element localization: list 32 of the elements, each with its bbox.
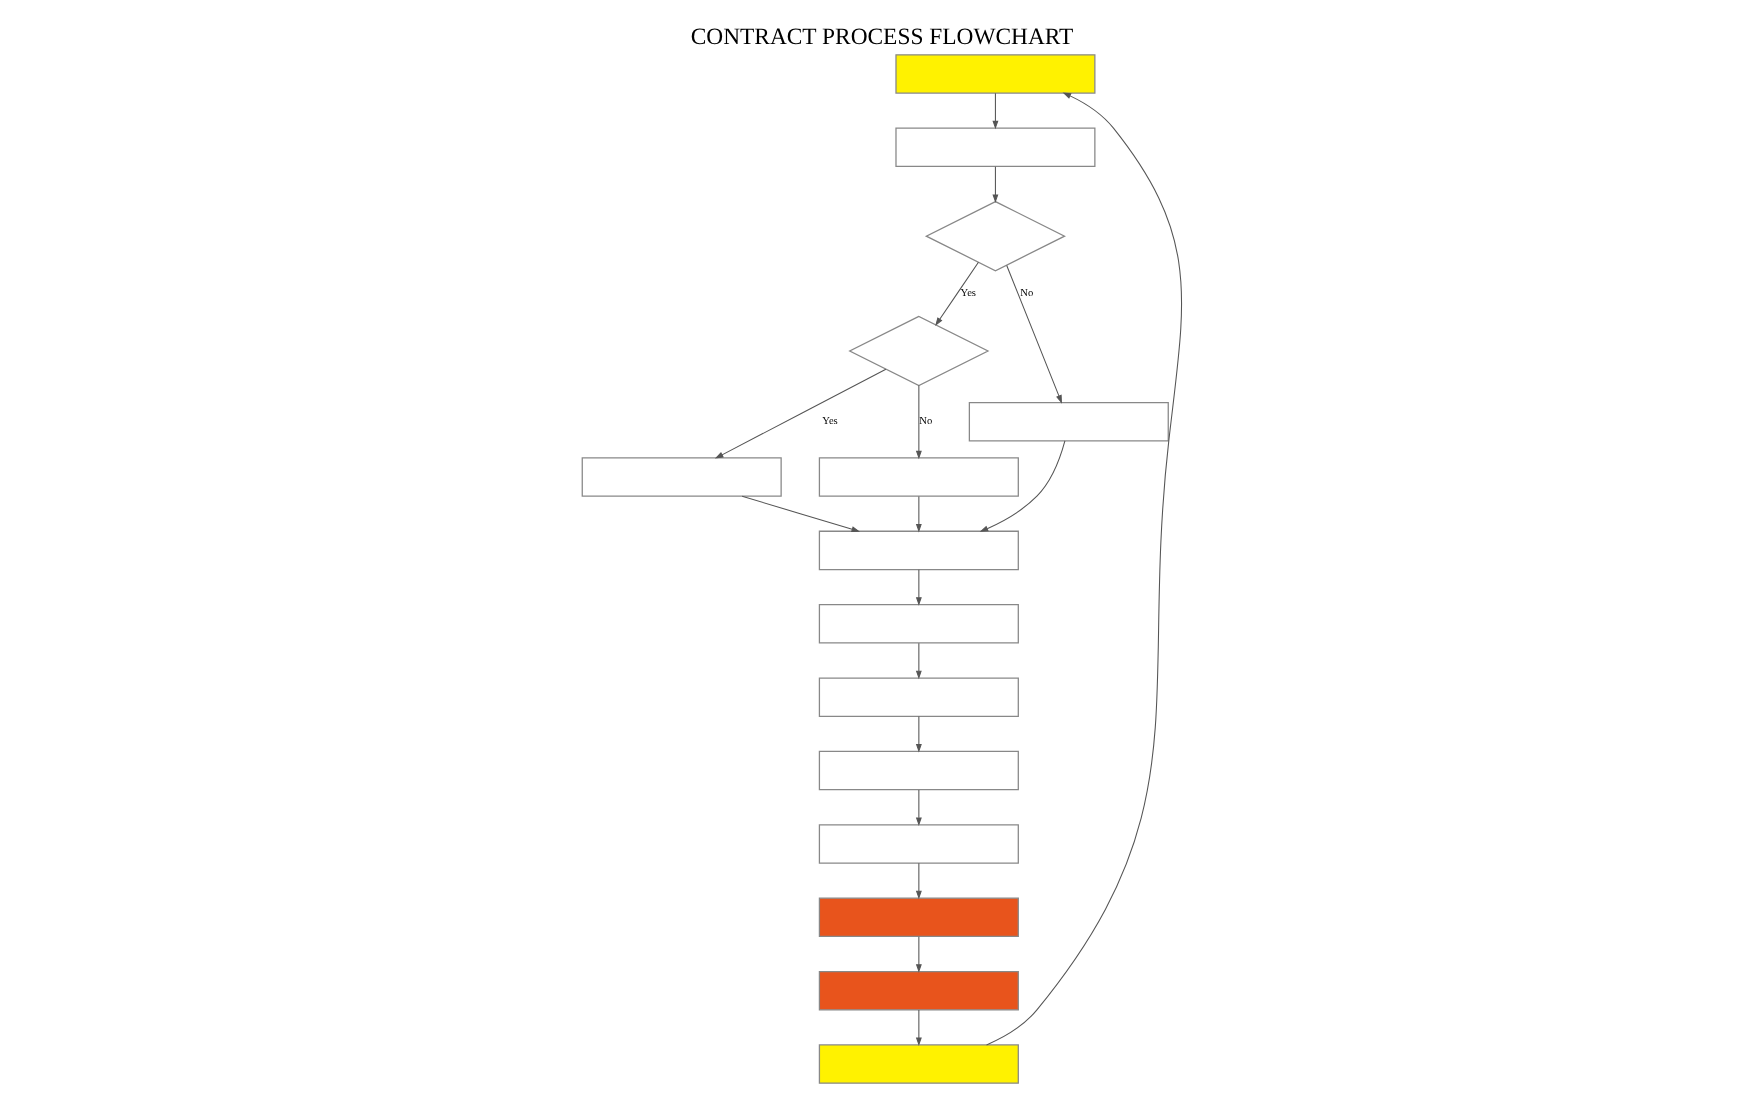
arrow [914, 385, 921, 460]
arrow [985, 92, 1182, 1046]
arrow [1005, 264, 1061, 404]
diagram-title: CONTRACT PROCESS FLOWCHART [689, 23, 1073, 50]
node-diamond [923, 200, 1065, 272]
arrow [914, 495, 921, 533]
node-box [817, 1044, 1018, 1084]
arrow [991, 92, 998, 130]
node-box [817, 604, 1018, 644]
node-box [817, 824, 1018, 864]
arrow [914, 789, 921, 826]
node-box [580, 457, 781, 497]
arrow [914, 569, 921, 606]
arrow [914, 716, 921, 753]
arrow [914, 642, 921, 680]
node-box [894, 127, 1095, 168]
node-box [817, 530, 1018, 571]
node-box [817, 457, 1018, 497]
arrow [713, 368, 886, 459]
arrow [991, 166, 998, 203]
arrow [978, 440, 1065, 532]
node-box [817, 970, 1018, 1011]
arrow [914, 936, 921, 973]
node-box [817, 677, 1018, 717]
arrow [914, 862, 921, 900]
node-box [817, 750, 1018, 791]
node-box [894, 54, 1095, 94]
arrow [740, 495, 860, 533]
node-box [817, 897, 1018, 938]
node-box [967, 401, 1168, 442]
arrow [934, 261, 978, 326]
arrow [914, 1009, 921, 1047]
